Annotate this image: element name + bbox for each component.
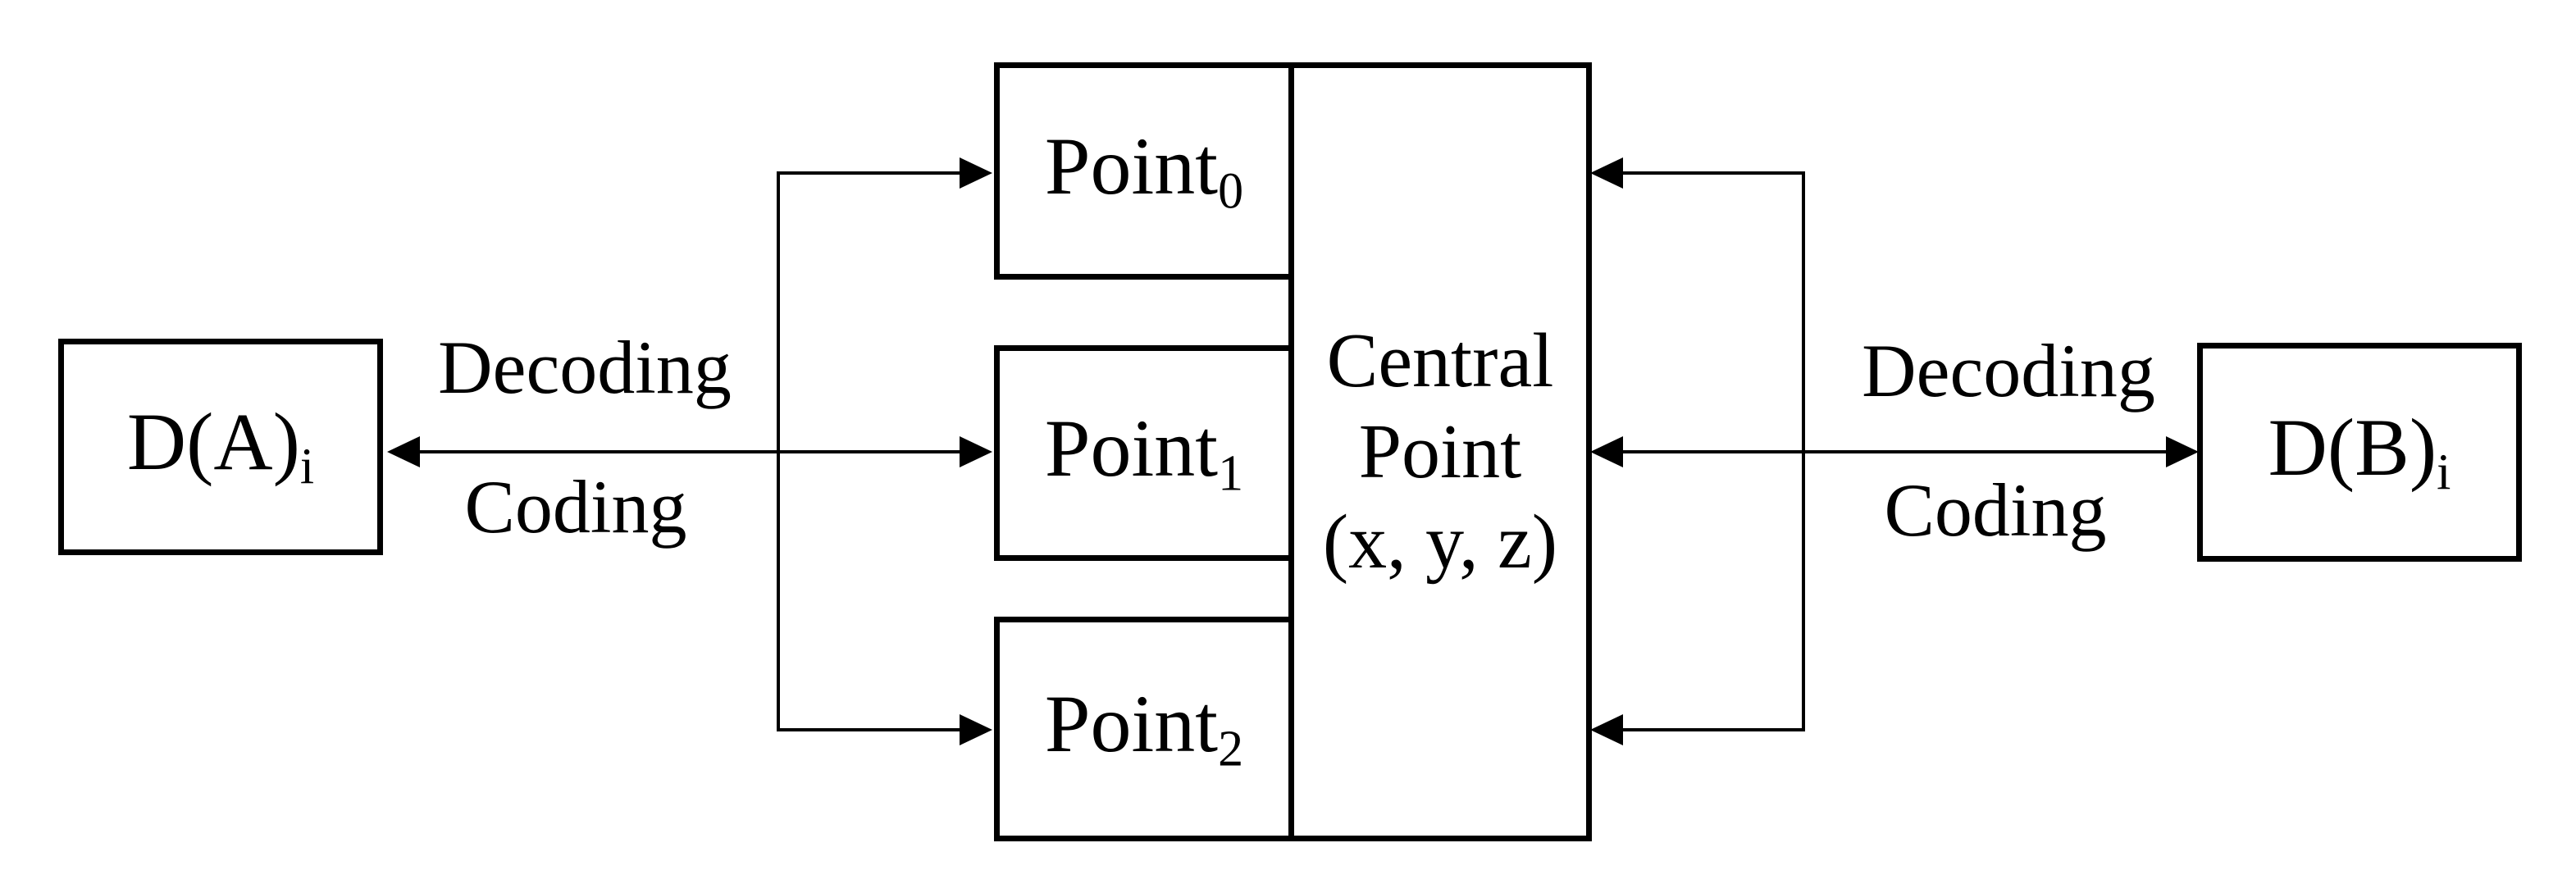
decoding-label-right: Decoding xyxy=(1862,329,2155,412)
point1-label: Point1 xyxy=(1044,402,1244,502)
da-subscript: i xyxy=(299,439,315,495)
point0-subscript: 0 xyxy=(1218,163,1244,220)
da-label: D(A)i xyxy=(126,396,315,495)
arrowhead-into-da-icon xyxy=(387,436,420,467)
central-point-box: Central Point (x, y, z) xyxy=(1288,62,1592,841)
arrowhead-into-central-bottom-icon xyxy=(1590,714,1623,745)
da-box: D(A)i xyxy=(58,339,383,555)
point1-subscript: 1 xyxy=(1218,445,1244,502)
central-label-line2: Point xyxy=(1358,408,1522,494)
decoding-label-left: Decoding xyxy=(438,326,732,409)
arrowhead-into-central-middle-icon xyxy=(1590,436,1623,467)
point2-label: Point2 xyxy=(1044,678,1244,777)
point0-label: Point0 xyxy=(1044,120,1244,220)
central-label-line3: (x, y, z) xyxy=(1322,499,1558,585)
arrowhead-into-point2-icon xyxy=(960,714,992,745)
point2-box: Point2 xyxy=(994,617,1294,841)
db-label: D(B)i xyxy=(2268,401,2451,501)
db-subscript: i xyxy=(2437,444,2451,501)
arrowhead-into-point0-icon xyxy=(960,157,992,189)
point2-subscript: 2 xyxy=(1218,721,1244,777)
point0-box: Point0 xyxy=(994,62,1294,280)
db-box: D(B)i xyxy=(2197,343,2522,562)
arrowhead-into-point1-icon xyxy=(960,436,992,467)
arrowhead-into-db-icon xyxy=(2166,436,2199,467)
point1-box: Point1 xyxy=(994,345,1294,561)
central-point-label: Central Point (x, y, z) xyxy=(1323,316,1557,589)
coding-label-right: Coding xyxy=(1884,468,2107,552)
coding-label-left: Coding xyxy=(464,465,687,549)
central-label-line1: Central xyxy=(1326,317,1554,403)
arrowhead-into-central-top-icon xyxy=(1590,157,1623,189)
